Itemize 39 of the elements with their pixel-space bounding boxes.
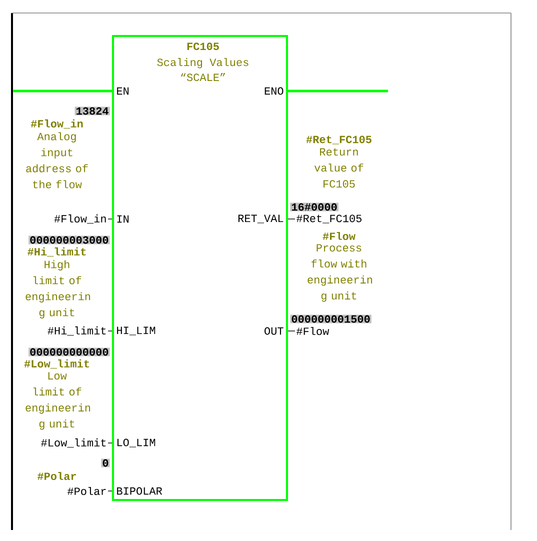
value-field: 000000001500 — [290, 314, 372, 324]
pin-label: ENO — [264, 87, 284, 95]
value-field: 000000000000 — [28, 348, 110, 356]
comment-text: Return value of FC105 — [314, 148, 364, 188]
pin-label: OUT — [264, 327, 284, 335]
value-field: 000000003000 — [28, 236, 110, 244]
parameter-label: #Ret_FC105 — [296, 214, 362, 224]
pin-label: RET_VAL — [238, 214, 284, 224]
value-field: 0 — [101, 458, 110, 468]
parameter-label: #Flow — [296, 326, 330, 336]
variable-name: #Low_limit — [24, 359, 89, 369]
wire — [108, 490, 112, 492]
variable-name: #Flow — [322, 232, 356, 240]
parameter-label: #Polar — [67, 486, 106, 496]
variable-name: #Hi_limit — [28, 247, 86, 257]
parameter-label: #Hi_limit — [48, 326, 106, 336]
variable-name: #Flow_in — [30, 119, 83, 129]
wire — [108, 218, 112, 220]
pin-label: HI_LIM — [117, 326, 156, 336]
pin-label: EN — [117, 87, 129, 95]
comment-text: Low limit of engineerin g unit — [26, 372, 90, 430]
value-field: 13824 — [74, 106, 110, 116]
wire — [288, 330, 296, 332]
variable-name: #Polar — [38, 472, 76, 480]
wire — [13, 90, 112, 92]
pin-label: LO_LIM — [117, 438, 156, 448]
parameter-label: #Flow_in — [54, 214, 106, 224]
variable-name: #Ret_FC105 — [306, 136, 372, 144]
wire — [108, 442, 112, 444]
pin-label: BIPOLAR — [117, 487, 162, 495]
wire — [288, 218, 296, 220]
pin-label: IN — [117, 215, 129, 223]
comment-text: High limit of engineerin g unit — [26, 260, 90, 318]
comment-text: Process flow with engineerin g unit — [308, 244, 372, 302]
wire — [288, 90, 388, 92]
parameter-label: #Low_limit — [41, 438, 106, 448]
wire — [108, 330, 112, 332]
value-field: 16#0000 — [290, 202, 338, 212]
comment-text: Analog input address of the flow — [26, 132, 88, 188]
